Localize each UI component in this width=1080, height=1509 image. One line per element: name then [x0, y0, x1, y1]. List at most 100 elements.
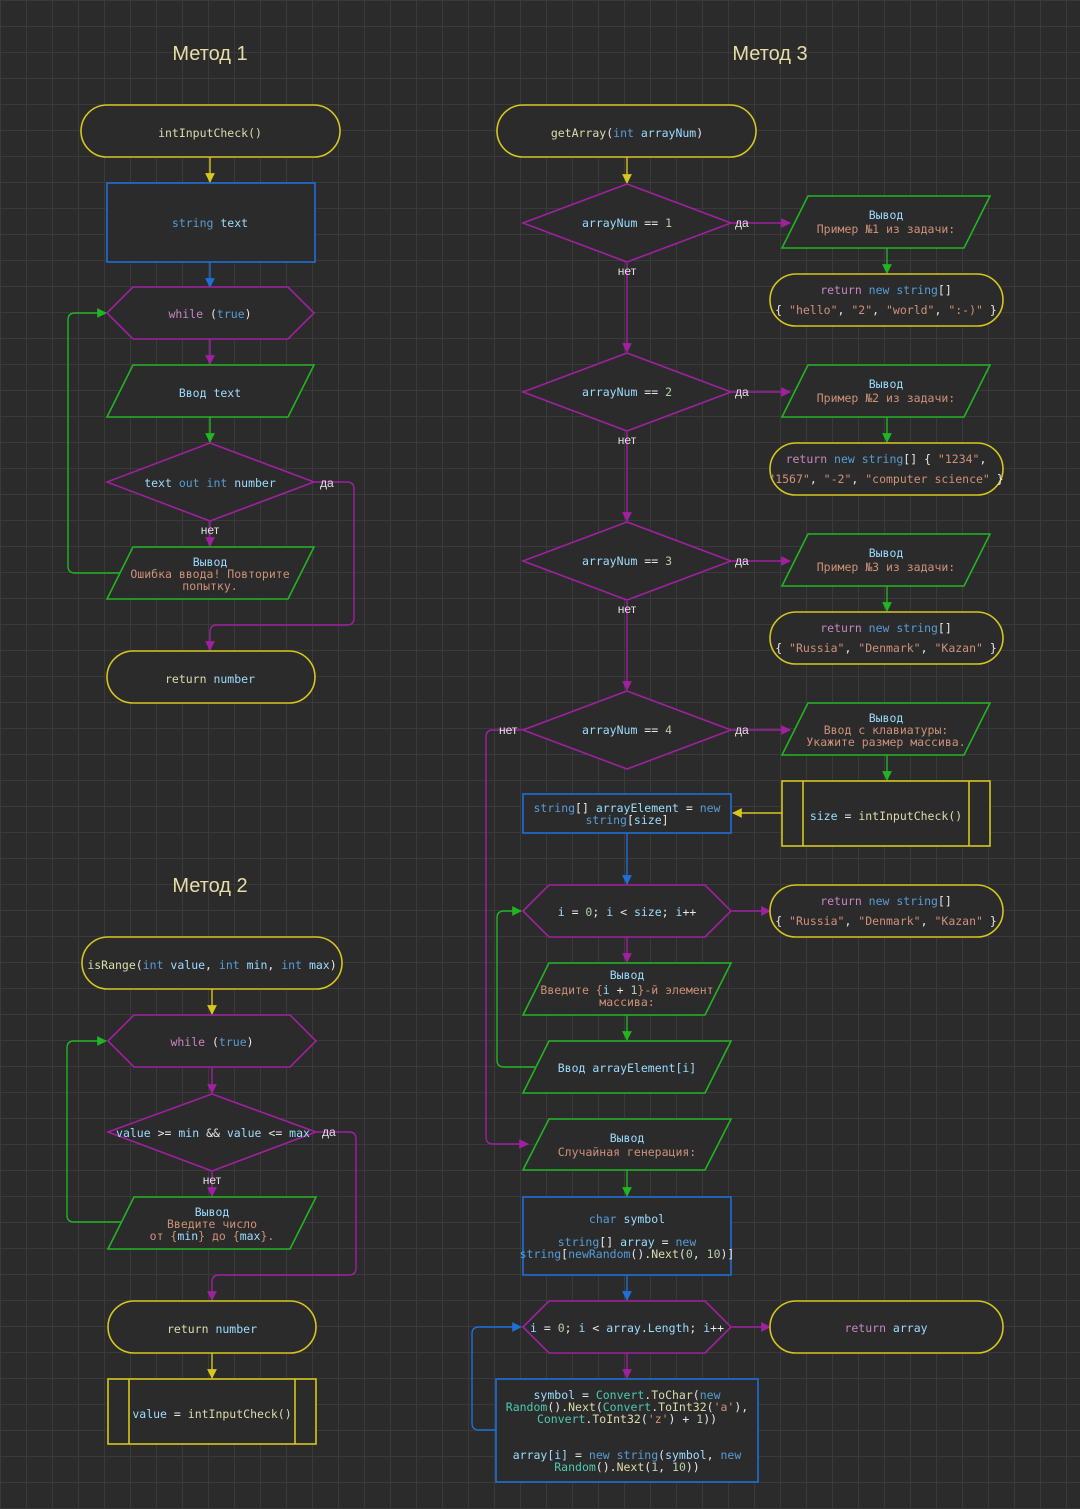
- m2-call-text: value = intInputCheck(): [132, 1407, 291, 1421]
- m3-decision-1-text: arrayNum == 1: [582, 216, 672, 230]
- m3-random-decl-process: [522, 1196, 732, 1276]
- m3-output-2-line1: Вывод: [869, 377, 904, 391]
- m1-condition-text: text out int number: [144, 476, 276, 490]
- m1-yes-label: да: [320, 476, 334, 490]
- m1-decl-text: string text: [172, 216, 248, 230]
- m3-output-1: [780, 195, 992, 249]
- m3-decision-4: [520, 690, 734, 770]
- m3-d1-yes-label: да: [735, 216, 749, 230]
- m3-decision-3: [520, 521, 734, 601]
- m2-while-text: while (true): [170, 1035, 253, 1049]
- m2-condition-text: value >= min && value <= max: [116, 1126, 310, 1140]
- m3-random-output: [521, 1118, 733, 1171]
- m3-d4-no-label: нет: [499, 723, 518, 737]
- m3-output-4-line2: Ввод с клавиатуры:: [824, 723, 949, 737]
- m3-array-decl-line1: string[] arrayElement = new: [534, 801, 721, 815]
- m3-return-4-terminator: [769, 884, 1004, 938]
- m1-start-text: intInputCheck(): [158, 126, 262, 140]
- m3-output-1-line2: Пример №1 из задачи:: [817, 222, 955, 236]
- m3-return-2-terminator: [769, 442, 1004, 496]
- m3-d4-yes-label: да: [735, 723, 749, 737]
- m3-random-line1: Вывод: [610, 1131, 645, 1145]
- m3-random-decl-line1: char symbol: [589, 1212, 665, 1226]
- m1-while-loop: [105, 286, 316, 340]
- m2-return-terminator: [107, 1300, 317, 1354]
- m3-prompt-line2: Введите {i + 1}-й элемент: [540, 983, 713, 997]
- m3-decision-1: [520, 183, 734, 263]
- m3-for-loop-1: [521, 884, 733, 938]
- m2-error-line1: Вывод: [195, 1205, 230, 1219]
- m2-error-line3: от {min} до {max}.: [150, 1229, 275, 1243]
- m3-output-2: [780, 364, 992, 418]
- m3-loop-body-line5: Random().Next(1, 10)): [554, 1460, 699, 1474]
- m3-output-4: [780, 702, 992, 756]
- m3-loop-body-line4: array[i] = new string(symbol, new: [513, 1448, 742, 1462]
- m3-return-1-line2: { "hello", "2", "world", ":-)" }: [775, 303, 997, 317]
- m2-return-text: return number: [167, 1322, 257, 1336]
- m3-decision-3-text: arrayNum == 3: [582, 554, 672, 568]
- m2-error-line2: Введите число: [167, 1217, 257, 1231]
- m3-return-2-line2: "1567", "-2", "computer science" }: [768, 472, 1003, 486]
- m3-d2-no-label: нет: [618, 433, 637, 447]
- m1-return-terminator: [106, 650, 316, 704]
- m3-array-decl-line2: string[size]: [585, 813, 668, 827]
- m2-start-text: isRange(int value, int min, int max): [87, 958, 336, 972]
- m3-return-4-line1: return new string[]: [820, 894, 952, 908]
- m3-prompt-output: [521, 962, 733, 1016]
- m3-call-subroutine: [781, 780, 991, 847]
- m3-for-loop-2-text: i = 0; i < array.Length; i++: [530, 1321, 724, 1335]
- m1-return-text: return number: [165, 672, 255, 686]
- m3-output-4-line1: Вывод: [869, 711, 904, 725]
- m3-for-loop-1-text: i = 0; i < size; i++: [558, 905, 697, 919]
- m1-error-line3: попытку.: [182, 579, 237, 593]
- m2-call-subroutine: [107, 1378, 317, 1445]
- m3-return-4-line2: { "Russia", "Denmark", "Kazan" }: [775, 914, 997, 928]
- m3-return-array-terminator: [769, 1300, 1004, 1354]
- m3-return-1-terminator: [769, 273, 1004, 327]
- m3-output-3-line2: Пример №3 из задачи:: [817, 560, 955, 574]
- m3-output-2-line2: Пример №2 из задачи:: [817, 391, 955, 405]
- m3-d2-yes-label: да: [735, 385, 749, 399]
- connectors: [66, 157, 892, 1431]
- m3-d3-no-label: нет: [618, 602, 637, 616]
- m3-decision-2-text: arrayNum == 2: [582, 385, 672, 399]
- m2-start-terminator: [81, 936, 343, 990]
- m3-element-input-io: [521, 1040, 733, 1094]
- m3-start-terminator: [496, 104, 757, 158]
- m2-error-output: [106, 1196, 318, 1250]
- m1-input-text: Ввод text: [179, 386, 241, 400]
- m3-call-text: size = intInputCheck(): [810, 809, 962, 823]
- m1-condition-decision: [104, 442, 317, 522]
- m3-array-decl-process: [522, 793, 732, 834]
- m3-loop-body-line3: Convert.ToInt32('z') + 1)): [537, 1412, 717, 1426]
- m3-d1-no-label: нет: [618, 264, 637, 278]
- m3-return-array-text: return array: [844, 1321, 927, 1335]
- method2: isRange(int value, int min, int max) whi…: [81, 936, 343, 1445]
- m2-yes-label: да: [322, 1125, 336, 1139]
- m3-start-text: getArray(int arrayNum): [551, 126, 703, 140]
- method1-title: Метод 1: [172, 43, 247, 65]
- m3-output-1-line1: Вывод: [869, 208, 904, 222]
- m1-while-text: while (true): [168, 307, 251, 321]
- method1: intInputCheck() string text while (true)…: [80, 104, 341, 704]
- m3-decision-2: [520, 352, 734, 432]
- m1-no-label: нет: [201, 523, 220, 537]
- method3-title: Метод 3: [732, 43, 807, 65]
- m3-for-loop-2: [521, 1300, 733, 1354]
- m3-loop-body-process: [495, 1378, 759, 1483]
- m2-no-label: нет: [203, 1173, 222, 1187]
- method3: getArray(int arrayNum) arrayNum == 1 Выв…: [495, 104, 1004, 1483]
- m3-output-3: [780, 533, 992, 587]
- m3-prompt-line1: Вывод: [610, 968, 645, 982]
- m1-error-line1: Вывод: [193, 555, 228, 569]
- m3-return-3-terminator: [769, 611, 1004, 665]
- branch-labels: да нет да нет да нет да нет да нет да не…: [201, 216, 749, 1187]
- m3-output-3-line1: Вывод: [869, 546, 904, 560]
- m3-return-3-line2: { "Russia", "Denmark", "Kazan" }: [775, 641, 997, 655]
- m3-prompt-line3: массива:: [599, 995, 654, 1009]
- m3-element-input-text: Ввод arrayElement[i]: [558, 1061, 696, 1075]
- m1-error-output: [105, 546, 316, 600]
- m1-decl-process: [106, 182, 316, 263]
- m3-random-decl-line2: string[] array = new: [558, 1235, 697, 1249]
